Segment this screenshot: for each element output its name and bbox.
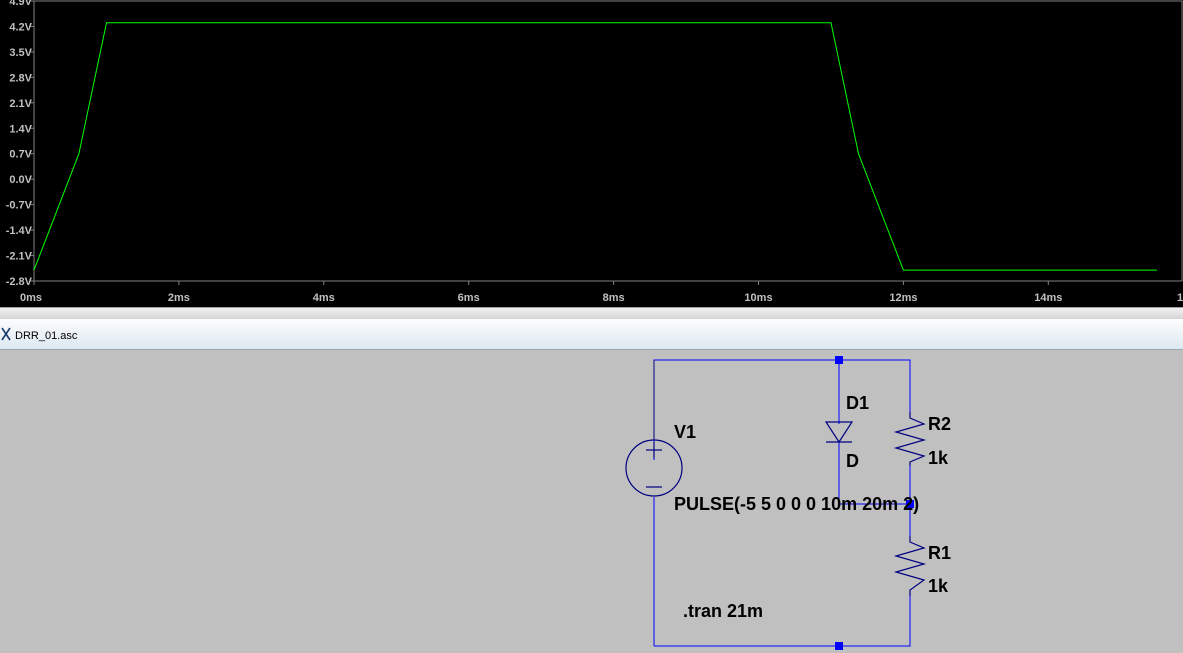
r1-name-label[interactable]: R1 [928,543,951,563]
x-tick-label: 12ms [889,292,917,304]
diode-icon[interactable] [824,421,854,444]
wire-d1-cathode[interactable] [838,442,910,505]
ltspice-schematic-icon [1,327,11,341]
x-tick-label: 2ms [168,292,190,304]
x-tick-label: 14ms [1034,292,1062,304]
junction-top [835,356,843,364]
spice-directive-label[interactable]: .tran 21m [683,601,763,621]
y-tick-label: -1.4V [6,225,33,237]
y-tick-label: 2.1V [9,98,32,110]
junction-bottom [835,642,843,650]
v1-name-label[interactable]: V1 [674,422,696,442]
y-tick-label: 3.5V [9,47,32,59]
pane-splitter[interactable] [0,307,1183,319]
voltage-source-icon[interactable] [625,360,683,497]
resistor-icon[interactable] [893,536,927,596]
waveform-viewer-pane[interactable]: 4.9V 4.2V 3.5V 2.8V 2.1V 1.4V 0.7V 0.0V -0.7V -1.… [0,0,1183,307]
y-tick-label: 0.7V [9,149,32,161]
y-tick-label: -2.1V [6,251,33,263]
r2-name-label[interactable]: R2 [928,414,951,434]
x-tick-label: 6ms [458,292,480,304]
y-tick-label: 1.4V [9,123,32,135]
resistor-icon[interactable] [893,412,927,466]
r2-value-label[interactable]: 1k [928,448,949,468]
r1-value-label[interactable]: 1k [928,576,949,596]
y-tick-label: -2.8V [6,276,33,288]
x-tick-label: 4ms [313,292,335,304]
y-tick-label: -0.7V [6,200,33,212]
y-tick-label: 4.2V [9,21,32,33]
x-tick-label: 8ms [603,292,625,304]
junction-middle [906,500,914,508]
schematic-canvas[interactable]: V1 PULSE(-5 5 0 0 0 10m 20m 2) D1 D R2 1… [0,350,1183,653]
plot-frame [33,0,1183,282]
schematic-tab-bar[interactable] [0,319,1183,350]
v1-value-label[interactable]: PULSE(-5 5 0 0 0 10m 20m 2) [674,494,919,514]
y-tick-label: 2.8V [9,72,32,84]
wire-bottom[interactable] [654,596,911,647]
x-tick-label: 0ms [20,292,42,304]
trace-line [33,22,1157,271]
d1-value-label[interactable]: D [846,451,859,471]
wires[interactable] [653,356,914,650]
x-tick-label-clipped: 1 [1177,292,1183,304]
d1-name-label[interactable]: D1 [846,393,869,413]
schematic-tab-title[interactable]: DRR_01.asc [15,330,78,342]
y-tick-label: 0.0V [9,174,32,186]
waveform-plot[interactable]: 4.9V 4.2V 3.5V 2.8V 2.1V 1.4V 0.7V 0.0V -0.7V -1.… [0,0,1183,307]
wire-top[interactable] [653,359,911,460]
x-tick-label: 10ms [744,292,772,304]
y-tick-label: 4.9V [9,0,32,8]
